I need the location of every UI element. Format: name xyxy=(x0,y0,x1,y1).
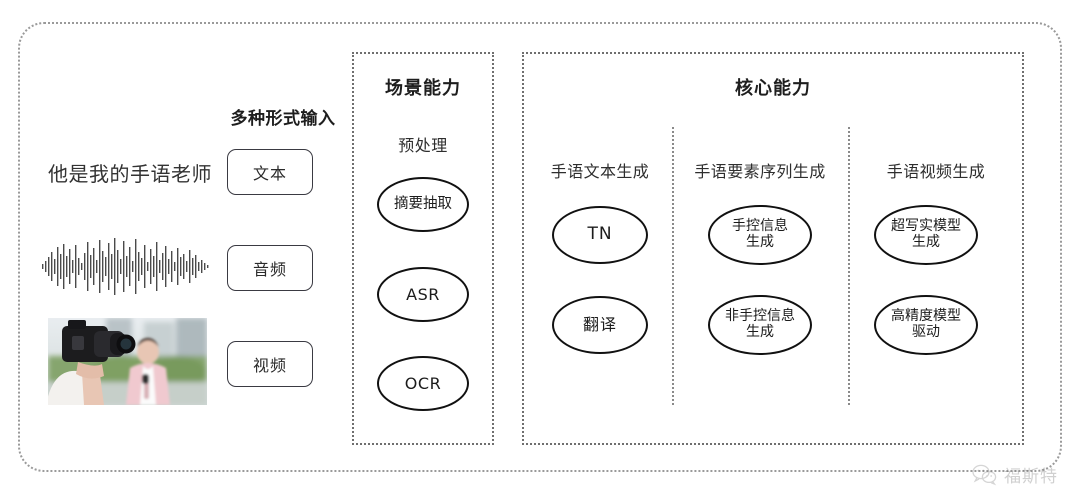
modality-button-audio-label: 音频 xyxy=(252,260,287,279)
sample-sentence-text: 他是我的手语老师 xyxy=(48,162,212,186)
modality-button-text-label: 文本 xyxy=(252,164,287,183)
scene-node-asr-label: ASR xyxy=(406,284,440,304)
core-node-highprecision-model-driving-line2: 驱动 xyxy=(912,324,940,340)
core-node-nonmanual-info-generation[interactable]: 非手控信息 生成 xyxy=(708,295,812,355)
core-node-nonmanual-info-generation-line2: 生成 xyxy=(746,324,774,340)
watermark-text: 福斯特 xyxy=(1004,467,1058,487)
modality-button-audio[interactable]: 音频 xyxy=(227,245,313,291)
core-capability-title: 核心能力 xyxy=(735,78,811,99)
scene-capability-title: 场景能力 xyxy=(385,78,461,99)
scene-node-summary-extraction[interactable]: 摘要抽取 xyxy=(377,177,469,232)
diagram-outer-frame xyxy=(18,22,1062,472)
core-node-nonmanual-info-generation-line1: 非手控信息 xyxy=(725,308,795,325)
core-column-title-sign-video-generation: 手语视频生成 xyxy=(886,162,986,181)
core-node-highprecision-model-driving-line1: 高精度模型 xyxy=(891,308,961,325)
core-node-highprecision-model-driving[interactable]: 高精度模型 驱动 xyxy=(874,295,978,355)
scene-node-asr[interactable]: ASR xyxy=(377,267,469,322)
wechat-icon xyxy=(972,464,997,485)
core-column-title-sign-element-sequence-generation: 手语要素序列生成 xyxy=(694,162,826,181)
core-column-title-sign-text-generation: 手语文本生成 xyxy=(550,162,650,181)
core-column-divider-1 xyxy=(672,127,674,405)
modality-button-video[interactable]: 视频 xyxy=(227,341,313,387)
modality-button-text[interactable]: 文本 xyxy=(227,149,313,195)
core-node-manual-info-generation-line1: 手控信息 xyxy=(732,218,788,235)
core-node-manual-info-generation-line2: 生成 xyxy=(746,234,774,250)
scene-node-summary-extraction-label: 摘要抽取 xyxy=(394,196,452,213)
scene-preprocess-subtitle: 预处理 xyxy=(398,136,448,155)
core-node-tn[interactable]: TN xyxy=(552,206,648,264)
scene-capability-panel: 场景能力 xyxy=(352,52,494,445)
core-node-photoreal-model-generation-line2: 生成 xyxy=(912,234,940,250)
core-capability-panel: 核心能力 xyxy=(522,52,1024,445)
scene-node-ocr-label: OCR xyxy=(404,373,442,393)
core-node-photoreal-model-generation-line1: 超写实模型 xyxy=(891,218,961,235)
audio-waveform-icon xyxy=(42,238,209,295)
core-node-manual-info-generation[interactable]: 手控信息 生成 xyxy=(708,205,812,265)
core-node-translation[interactable]: 翻译 xyxy=(552,296,648,354)
core-node-tn-label: TN xyxy=(587,224,613,245)
scene-node-ocr[interactable]: OCR xyxy=(377,356,469,411)
watermark: 福斯特 xyxy=(972,462,1058,487)
modality-button-video-label: 视频 xyxy=(252,356,287,375)
core-column-divider-2 xyxy=(848,127,850,405)
core-node-translation-label: 翻译 xyxy=(582,315,617,335)
input-section-heading: 多种形式输入 xyxy=(230,109,336,129)
video-thumbnail-image xyxy=(48,318,207,405)
core-node-photoreal-model-generation[interactable]: 超写实模型 生成 xyxy=(874,205,978,265)
